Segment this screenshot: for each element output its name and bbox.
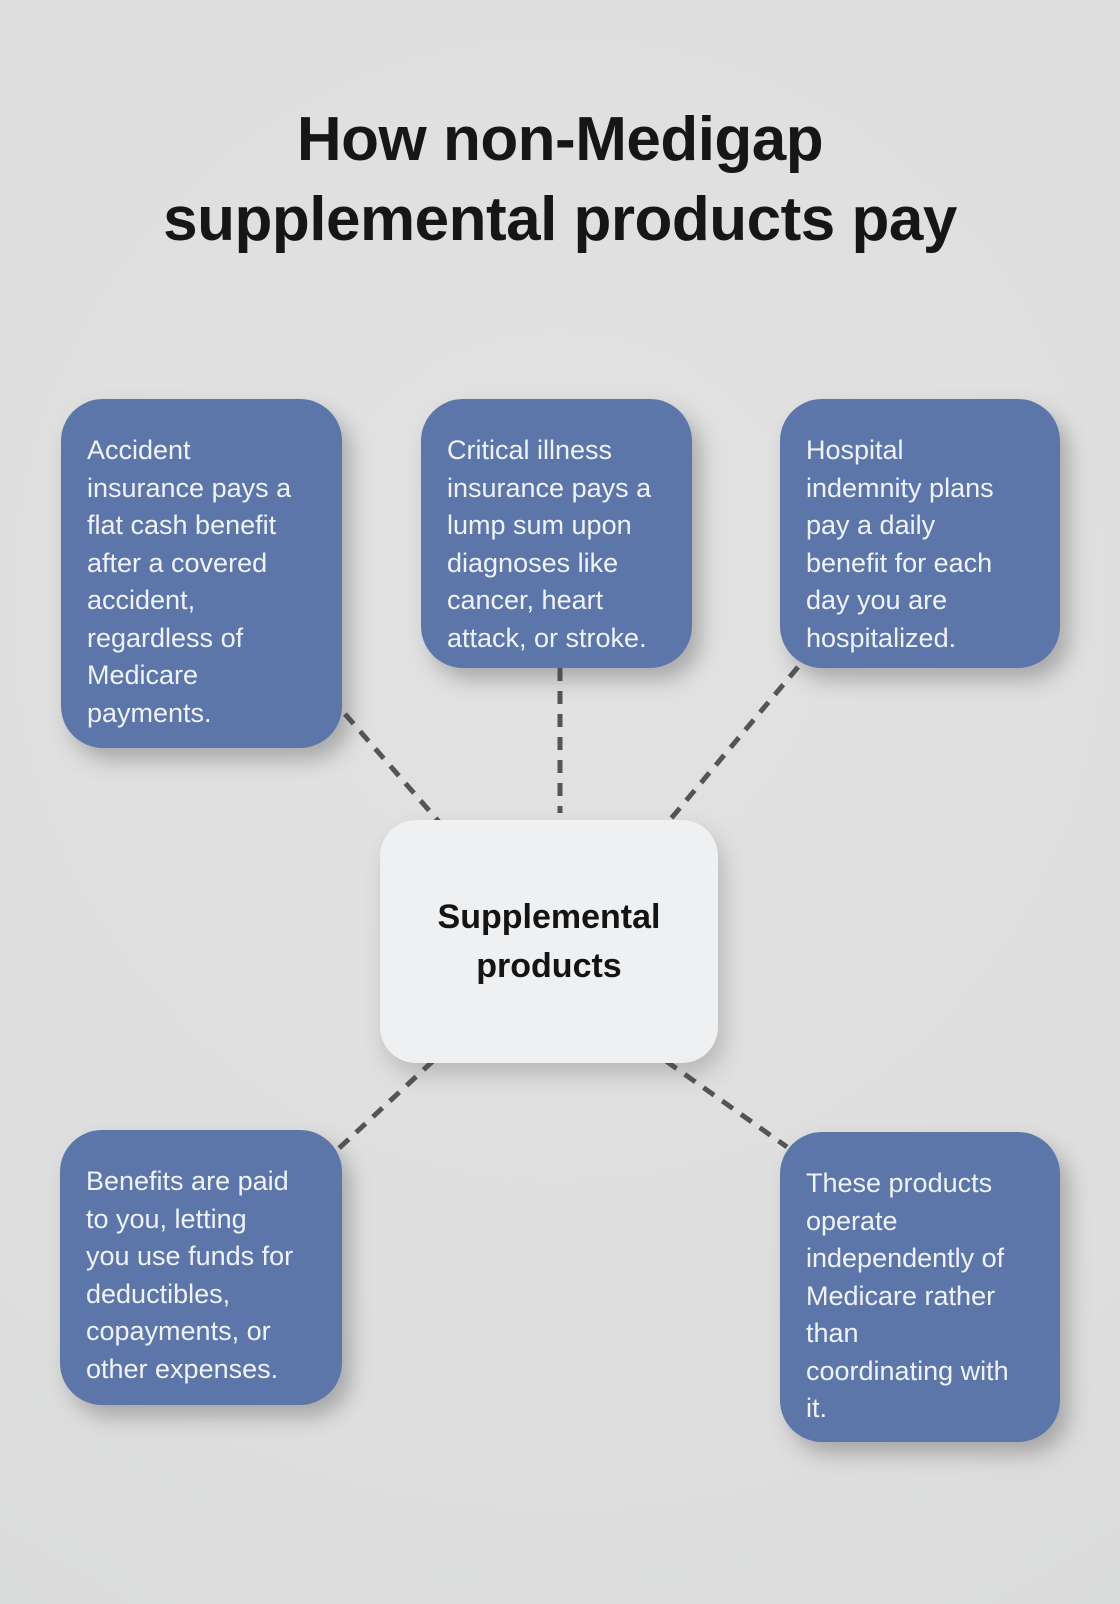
node-critical-illness: Critical illness insurance pays a lump s… (421, 399, 692, 668)
node-accident-insurance-text: Accident insurance pays a flat cash bene… (87, 435, 292, 728)
node-accident-insurance: Accident insurance pays a flat cash bene… (61, 399, 342, 748)
node-independent-of-medicare: These products operate independently of … (780, 1132, 1060, 1442)
node-hospital-indemnity: Hospital indemnity plans pay a daily ben… (780, 399, 1060, 668)
center-node-supplemental-products: Supplemental products (380, 820, 718, 1063)
node-independent-of-medicare-text: These products operate independently of … (806, 1168, 1009, 1423)
connector-center-to-independent (664, 1058, 789, 1150)
connector-hospital-to-center (667, 665, 800, 823)
connector-center-to-benefits (334, 1059, 435, 1153)
node-benefits-paid-to-you: Benefits are paid to you, letting you us… (60, 1130, 342, 1405)
connector-accident-to-center (343, 712, 442, 825)
node-benefits-paid-to-you-text: Benefits are paid to you, letting you us… (86, 1166, 294, 1384)
node-hospital-indemnity-text: Hospital indemnity plans pay a daily ben… (806, 435, 994, 653)
center-node-label: Supplemental products (437, 897, 661, 985)
node-critical-illness-text: Critical illness insurance pays a lump s… (447, 435, 652, 653)
page-title: How non-Medigap supplemental products pa… (163, 105, 957, 254)
